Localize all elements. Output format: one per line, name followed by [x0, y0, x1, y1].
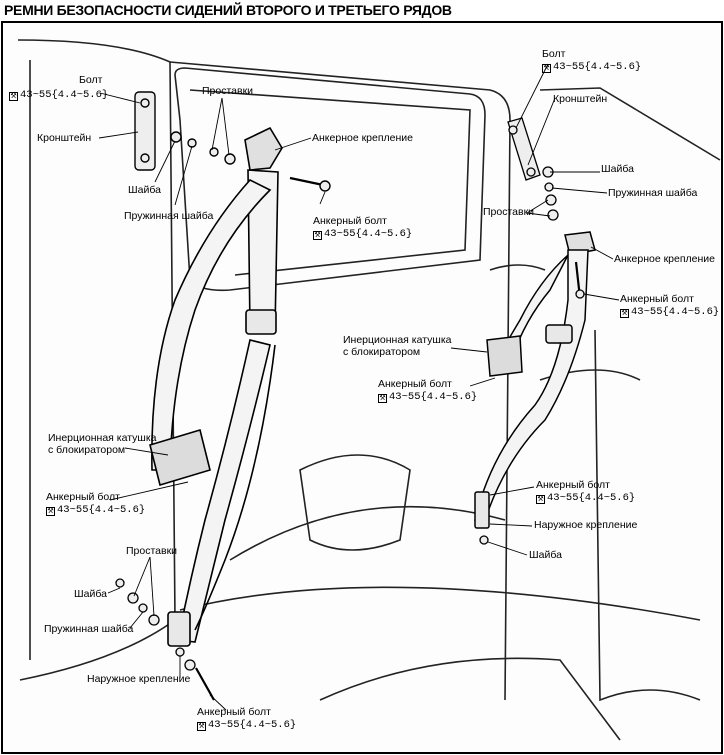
leader-lines: [98, 63, 620, 711]
torque-wrench-icon: ⚒: [620, 309, 629, 318]
belt-webbing-left-lap: [177, 339, 271, 643]
belt-webbing-left-lower: [194, 344, 276, 631]
body-panel-left: [17, 39, 721, 741]
retractor-right: [486, 335, 523, 377]
label-anchor-mount-left: Анкерное крепление: [312, 132, 414, 144]
label-anchor-mount-right: Анкерное крепление: [614, 253, 716, 265]
label-washer-left-bottom: Шайба: [74, 588, 107, 600]
label-anchor-bolt-left-top: Анкерный болт ⚒43~55{4.4~5.6}: [313, 215, 413, 240]
bracket-assembly-left: [134, 91, 331, 192]
belt-left: [149, 126, 283, 647]
retractor-left: [149, 428, 211, 487]
torque-wrench-icon: ⚒: [9, 92, 18, 101]
torque-wrench-icon: ⚒: [542, 64, 551, 73]
label-spring-washer-left-bottom: Пружинная шайба: [44, 623, 134, 635]
label-bracket-right: Кронштейн: [553, 93, 608, 105]
label-spring-washer-right: Пружинная шайба: [608, 187, 698, 199]
label-washer-right-bottom: Шайба: [529, 549, 562, 561]
torque-wrench-icon: ⚒: [378, 394, 387, 403]
label-retractor-left: Инерционная катушка с блокиратором: [48, 432, 157, 456]
label-washer-left-top: Шайба: [128, 184, 161, 196]
anchor-plate-left: [244, 126, 283, 171]
label-bolt-left: Болт: [79, 74, 103, 86]
label-outer-mount-right: Наружное крепление: [534, 519, 638, 531]
label-bracket-left: Кронштейн: [37, 132, 92, 144]
torque-wrench-icon: ⚒: [197, 722, 206, 731]
label-anchor-bolt-left-mid: Анкерный болт ⚒43~55{4.4~5.6}: [46, 491, 146, 516]
label-anchor-bolt-left-bottom: Анкерный болт ⚒43~55{4.4~5.6}: [197, 706, 297, 731]
label-spring-washer-left-top: Пружинная шайба: [124, 210, 214, 222]
label-spacers-right: Проставки: [483, 206, 535, 218]
belt-buckle-right: [545, 324, 573, 344]
label-anchor-bolt-right-mid: Анкерный болт ⚒43~55{4.4~5.6}: [378, 378, 478, 403]
label-retractor-right: Инерционная катушка с блокиратором: [343, 334, 452, 358]
label-spacers-left-bottom: Проставки: [126, 545, 178, 557]
lower-anchor-plate-right: [474, 491, 490, 529]
belt-buckle-left: [245, 309, 277, 335]
torque-wrench-icon: ⚒: [313, 231, 322, 240]
label-torque-bolt-left: ⚒43~55{4.4~5.6}: [9, 89, 109, 101]
figure-frame: [1, 21, 723, 754]
torque-wrench-icon: ⚒: [536, 495, 545, 504]
label-anchor-bolt-right-top: Анкерный болт ⚒43~55{4.4~5.6}: [620, 293, 720, 318]
label-washer-right-top: Шайба: [601, 163, 634, 175]
torque-wrench-icon: ⚒: [46, 507, 55, 516]
label-anchor-bolt-right-bottom: Анкерный болт ⚒43~55{4.4~5.6}: [536, 479, 636, 504]
lower-anchor-plate-left: [167, 611, 191, 647]
bracket-assembly-right: [479, 117, 585, 545]
page-title: РЕМНИ БЕЗОПАСНОСТИ СИДЕНИЙ ВТОРОГО И ТРЕ…: [4, 2, 452, 18]
label-outer-mount-left: Наружное крепление: [87, 673, 191, 685]
label-spacers-left-top: Проставки: [202, 85, 254, 97]
label-bolt-right: Болт ⚒43~55{4.4~5.6}: [542, 48, 642, 73]
belt-right: [474, 231, 596, 529]
